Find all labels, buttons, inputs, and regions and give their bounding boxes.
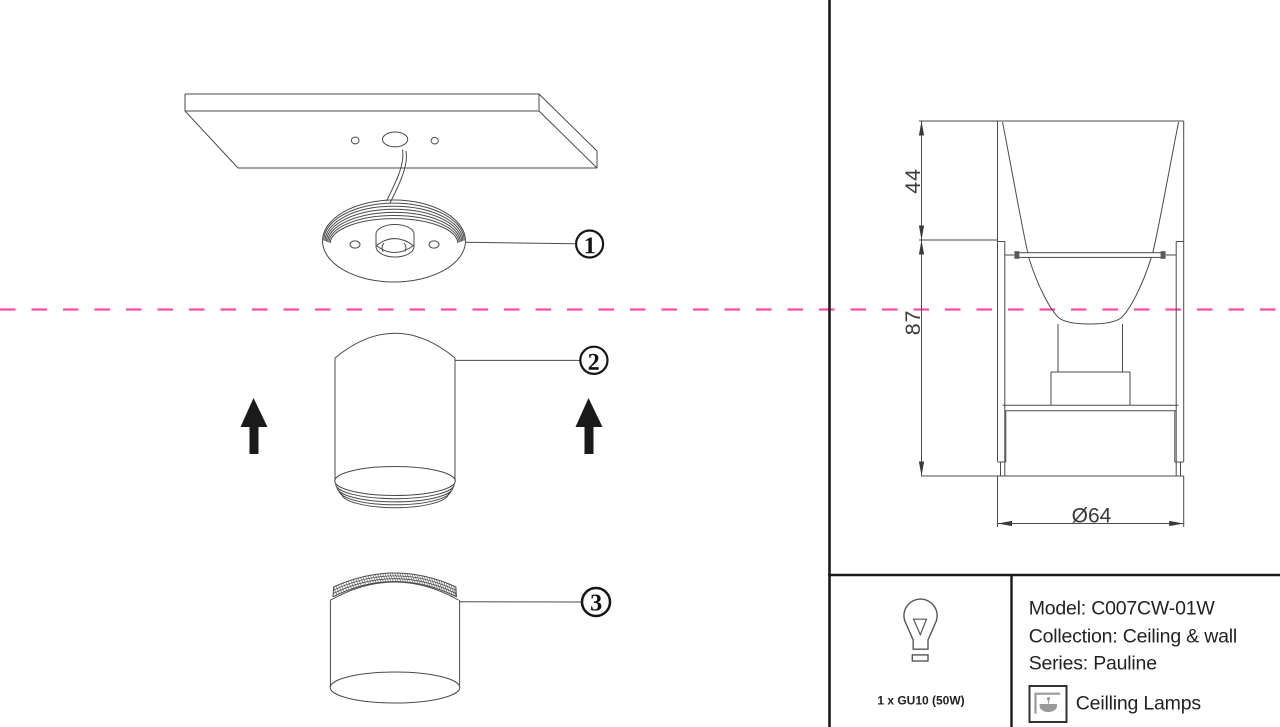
- svg-text:87: 87: [901, 310, 925, 336]
- svg-text:44: 44: [901, 168, 925, 194]
- svg-text:Series: Pauline: Series: Pauline: [1029, 653, 1157, 675]
- svg-text:Ø64: Ø64: [1072, 505, 1112, 528]
- svg-text:Ceilling Lamps: Ceilling Lamps: [1076, 693, 1202, 715]
- svg-text:Model: C007CW-01W: Model: C007CW-01W: [1029, 598, 1216, 620]
- svg-text:Collection: Ceiling & wall: Collection: Ceiling & wall: [1029, 625, 1237, 647]
- svg-text:1 x GU10 (50W): 1 x GU10 (50W): [877, 693, 964, 707]
